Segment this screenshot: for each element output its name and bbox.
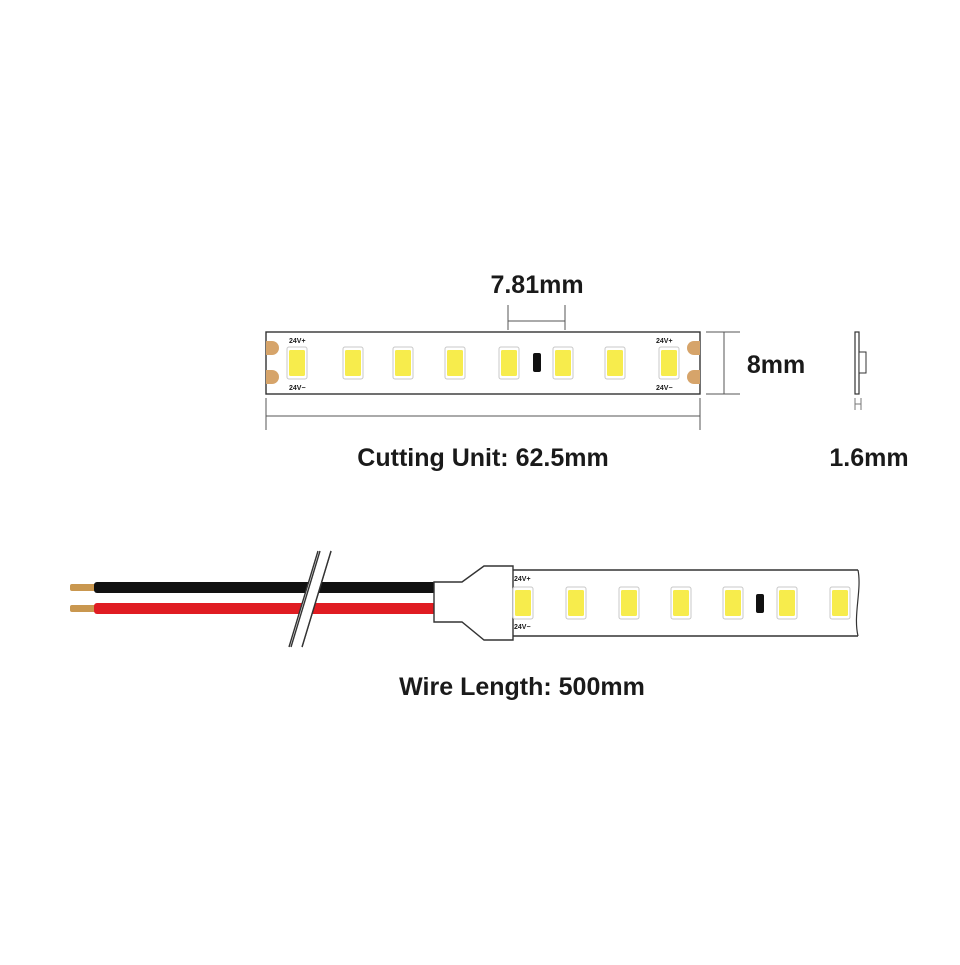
resistor-icon <box>756 594 764 613</box>
strip-pcb-outline <box>265 331 701 395</box>
wire-length-label: Wire Length: 500mm <box>399 673 645 701</box>
resistor-icon <box>533 353 541 372</box>
width-dimension: 8mm <box>706 331 805 395</box>
wire-connector <box>433 565 514 641</box>
profile-led <box>858 351 867 374</box>
led-chip-icon <box>658 346 680 380</box>
bottom-pad-label-positive: 24V+ <box>514 576 531 583</box>
solder-pad-icon <box>687 370 700 384</box>
solder-pad-icon <box>266 341 279 355</box>
pad-label-positive-left: 24V+ <box>289 338 306 345</box>
led-chip-icon <box>392 346 414 380</box>
bottom-strip-outline <box>513 569 858 637</box>
led-chip-icon <box>618 586 640 620</box>
led-chip-icon <box>552 346 574 380</box>
led-chip-icon <box>829 586 851 620</box>
led-chip-icon <box>670 586 692 620</box>
bottom-led-row <box>512 586 851 620</box>
solder-pad-icon <box>687 341 700 355</box>
pad-label-negative-left: 24V− <box>289 385 306 392</box>
led-chip-icon <box>286 346 308 380</box>
top-strip: 24V+ 24V− 24V+ 24V− <box>265 331 701 395</box>
black-wire <box>94 582 436 593</box>
profile-pcb <box>854 331 860 395</box>
pad-label-positive-right: 24V+ <box>656 338 673 345</box>
pitch-dimension: 7.81mm <box>490 271 584 330</box>
pad-label-negative-right: 24V− <box>656 385 673 392</box>
pitch-label: 7.81mm <box>490 271 583 299</box>
strip-side-profile: 1.6mm <box>829 331 909 472</box>
solder-pad-icon <box>266 370 279 384</box>
led-chip-icon <box>498 346 520 380</box>
led-chip-icon <box>776 586 798 620</box>
led-chip-icon <box>604 346 626 380</box>
top-led-row <box>286 346 680 380</box>
led-chip-icon <box>565 586 587 620</box>
red-wire-tip <box>70 605 96 612</box>
led-chip-icon <box>512 586 534 620</box>
bottom-pad-label-negative: 24V− <box>514 624 531 631</box>
led-chip-icon <box>342 346 364 380</box>
width-label: 8mm <box>747 351 805 379</box>
led-chip-icon <box>722 586 744 620</box>
cutting-unit-dimension: Cutting Unit: 62.5mm <box>265 398 701 472</box>
wire-break-icon <box>288 550 332 648</box>
strip-break-edge <box>855 569 860 637</box>
cutting-unit-label: Cutting Unit: 62.5mm <box>357 444 608 472</box>
bottom-assembly: 24V+ 24V− Wire Length: 500mm <box>70 550 860 701</box>
black-wire-tip <box>70 584 96 591</box>
red-wire <box>94 603 436 614</box>
thickness-label: 1.6mm <box>829 444 908 472</box>
led-chip-icon <box>444 346 466 380</box>
